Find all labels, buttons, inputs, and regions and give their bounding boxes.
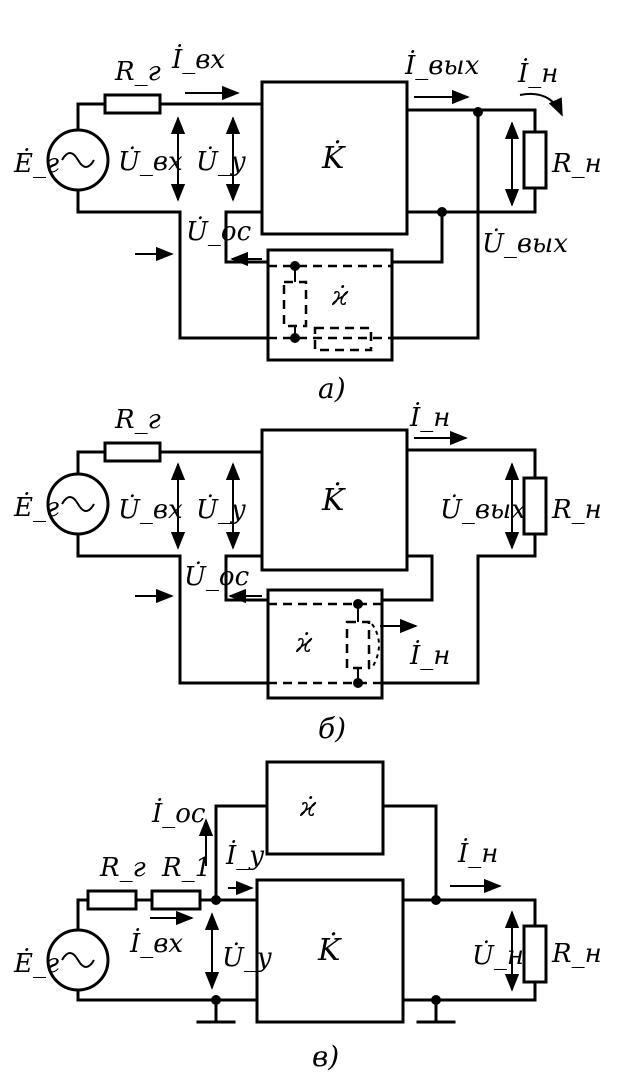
source-resistor-label-c: R_г <box>99 853 146 883</box>
input-current-label-a: İ_вх <box>171 44 225 75</box>
caption-c: в) <box>312 1040 339 1073</box>
input-voltage-label-b: U̇_вх <box>118 494 183 525</box>
control-voltage-label-b: U̇_у <box>196 494 246 525</box>
emf-label-a: Ė_г <box>13 148 59 179</box>
feedback-voltage-label-b: U̇_ос <box>184 561 250 592</box>
feedback-block-label-b: ϰ̇ <box>295 629 313 659</box>
feedback-voltage-label-a: U̇_ос <box>186 216 252 247</box>
sine-c-icon <box>61 952 95 968</box>
source-resistor-label-b: R_г <box>114 405 161 435</box>
emf-label-c: Ė_г <box>13 948 59 979</box>
load-current-label-b: İ_н <box>409 402 450 433</box>
output-current-label-a: İ_вых <box>404 50 480 81</box>
load-voltage-label-c: U̇_н <box>472 940 524 971</box>
amplifier-block-a <box>260 80 409 236</box>
load-resistor-label-a: R_н <box>551 149 602 179</box>
control-voltage-label-a: U̇_у <box>196 146 246 177</box>
source-resistor-label-a: R_г <box>114 57 161 87</box>
feedback-current-label-b: İ_н <box>409 640 450 671</box>
control-voltage-label-c: U̇_у <box>222 942 272 973</box>
feedback-current-label-c: İ_ос <box>151 798 206 829</box>
amplifier-block-b <box>260 428 409 572</box>
output-voltage-label-b: U̇_вых <box>440 494 526 525</box>
source-resistor-b <box>103 441 162 463</box>
caption-a: а) <box>318 372 346 405</box>
amplifier-label-b: K̇ <box>321 483 346 518</box>
series-resistor-c <box>150 889 202 911</box>
amplifier-label-c: K̇ <box>317 933 342 968</box>
load-resistor-label-c: R_н <box>551 939 602 969</box>
input-voltage-label-a: U̇_вх <box>118 146 183 177</box>
feedback-block-c <box>265 760 385 856</box>
series-resistor-label-c: R_1 <box>161 853 211 883</box>
diagram-c: Ė_г R_г R_1 İ_вх İ_ос İ_у U̇_у ϰ̇ K̇ İ_н… <box>13 760 602 1073</box>
output-voltage-label-a: U̇_вых <box>482 228 568 259</box>
feedback-block-a <box>266 248 394 362</box>
sine-b-icon <box>61 496 95 512</box>
control-current-label-c: İ_у <box>225 840 264 871</box>
load-current-label-c: İ_н <box>457 838 498 869</box>
load-resistor-label-b: R_н <box>551 495 602 525</box>
sine-a-icon <box>61 152 95 168</box>
source-resistor-c <box>86 889 138 911</box>
feedback-block-label-c: ϰ̇ <box>299 793 317 823</box>
load-resistor-a <box>522 130 548 190</box>
diagram-a: Ė_г R_г İ_вх U̇_вх U̇_у U̇_ос K̇ İ_вых İ… <box>13 44 602 405</box>
source-resistor-a <box>103 93 162 115</box>
feedback-block-b <box>266 588 384 700</box>
load-current-label-a: İ_н <box>517 58 558 89</box>
input-current-label-c: İ_вх <box>129 928 183 959</box>
diagram-b: Ė_г R_г U̇_вх U̇_у U̇_ос K̇ İ_н R_н U̇_в… <box>13 402 602 745</box>
emf-label-b: Ė_г <box>13 492 59 523</box>
amplifier-block-c <box>255 878 405 1024</box>
load-resistor-c <box>522 924 548 984</box>
amplifier-label-a: K̇ <box>321 141 346 176</box>
feedback-block-label-a: ϰ̇ <box>331 282 349 312</box>
load-resistor-b <box>522 476 548 536</box>
caption-b: б) <box>318 712 346 745</box>
